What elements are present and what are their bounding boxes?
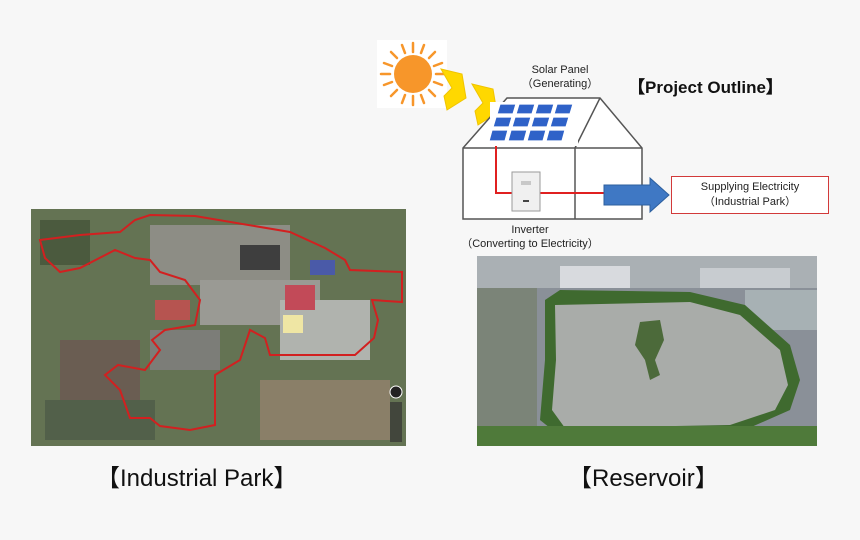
reservoir-caption: 【Reservoir】: [568, 465, 719, 492]
supply-box: Supplying Electricity （Industrial Park）: [671, 176, 829, 214]
inverter-label-line1: Inverter: [511, 224, 549, 236]
inverter-icon: [511, 171, 541, 212]
supply-line1: Supplying Electricity: [700, 181, 800, 193]
industrial-park-photo: [31, 209, 406, 446]
solar-panel-label-line2: （Generating）: [521, 78, 599, 90]
supply-line2: （Industrial Park）: [703, 196, 797, 208]
wire-icon: [495, 146, 604, 194]
solar-panel-label: Solar Panel （Generating）: [512, 63, 608, 91]
sun-icon: [377, 40, 447, 108]
reservoir-photo: [477, 256, 817, 446]
inverter-label-line2: （Converting to Electricity）: [461, 238, 599, 250]
solar-panel-icon: [488, 102, 578, 146]
inverter-label: Inverter （Converting to Electricity）: [445, 223, 615, 251]
sunlight-arrow-icon: [439, 68, 498, 126]
solar-panel-label-line1: Solar Panel: [531, 64, 589, 76]
industrial-park-caption: 【Industrial Park】: [96, 465, 298, 492]
flow-arrow-icon: [603, 176, 670, 214]
map-compass-icon: [389, 385, 403, 399]
project-title: 【Project Outline】: [628, 78, 783, 97]
